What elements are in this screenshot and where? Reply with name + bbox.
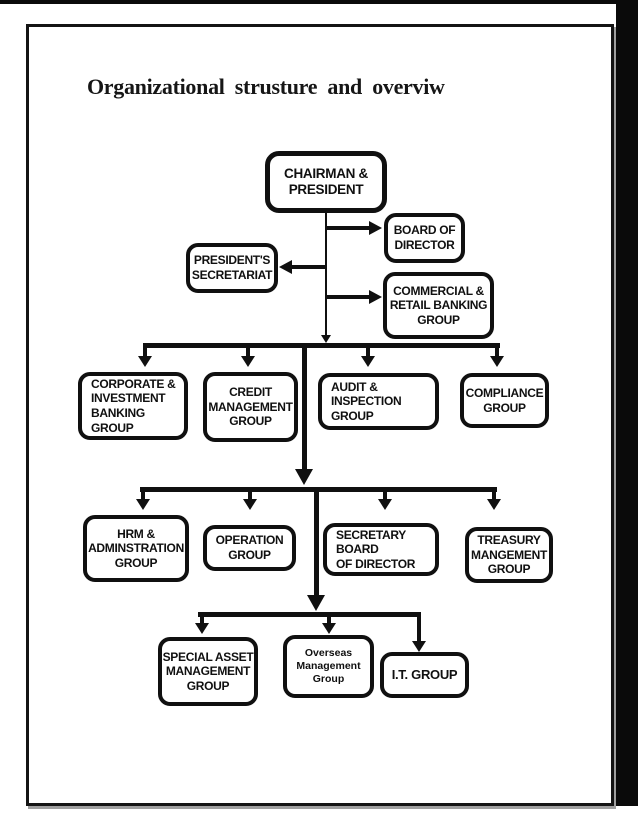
org-node-special-asset-management-label: SPECIAL ASSET MANAGEMENT GROUP	[162, 649, 254, 693]
edge-chairman-trunk-arrowhead	[321, 335, 331, 343]
org-node-hrm-adminstration: HRM & ADMINSTRATION GROUP	[83, 515, 189, 582]
drop-arrow-corporate-arrowhead	[138, 356, 152, 367]
drop-arrow-operation-arrowhead	[243, 499, 257, 510]
connector-row3	[198, 612, 421, 617]
org-node-presidents-secretariat: PRESIDENT'S SECRETARIAT	[186, 243, 278, 293]
org-node-secretary-board-of-director: SECRETARY BOARD OF DIRECTOR	[323, 523, 439, 576]
drop-arrow-audit-stem	[366, 348, 370, 357]
org-node-overseas-management-label: Overseas Management Group	[296, 647, 361, 685]
drop-arrow-corporate-stem	[143, 348, 147, 357]
edge-chairman-board-line	[326, 226, 370, 230]
edge-chairman-commercial-arrowhead	[369, 290, 382, 304]
drop-arrow-compliance-stem	[495, 348, 499, 357]
org-node-hrm-adminstration-label: HRM & ADMINSTRATION GROUP	[88, 526, 184, 570]
org-node-it-group: I.T. GROUP	[380, 652, 469, 698]
org-node-credit-management-label: CREDIT MANAGEMENT GROUP	[208, 385, 293, 429]
drop-arrow-overseas-stem	[327, 616, 331, 624]
drop-arrow-it-group-arrowhead	[412, 641, 426, 652]
org-node-board-of-director: BOARD OF DIRECTOR	[384, 213, 465, 263]
org-node-commercial-retail-banking-label: COMMERCIAL & RETAIL BANKING GROUP	[389, 283, 488, 327]
trunk-row1-row2-line	[302, 347, 307, 470]
page-title: Organizational strusture and overviw	[87, 74, 445, 99]
connector-row2	[140, 487, 497, 492]
org-node-operation-label: OPERATION GROUP	[215, 533, 284, 562]
org-node-audit-inspection-label: AUDIT & INSPECTION GROUP	[331, 379, 402, 423]
drop-arrow-it-group-stem	[417, 616, 421, 642]
org-node-overseas-management: Overseas Management Group	[283, 635, 374, 698]
drop-arrow-compliance-arrowhead	[490, 356, 504, 367]
drop-arrow-treasury-arrowhead	[487, 499, 501, 510]
drop-arrow-operation-stem	[248, 492, 252, 500]
org-node-special-asset-management: SPECIAL ASSET MANAGEMENT GROUP	[158, 637, 258, 706]
scan-top-black-strip	[0, 0, 638, 4]
org-node-compliance: COMPLIANCE GROUP	[460, 373, 549, 428]
org-node-secretary-board-of-director-label: SECRETARY BOARD OF DIRECTOR	[336, 527, 416, 571]
scan-right-black-band	[616, 0, 638, 806]
drop-arrow-treasury-stem	[492, 492, 496, 500]
edge-chairman-secretariat-arrowhead	[279, 260, 292, 274]
org-node-compliance-label: COMPLIANCE GROUP	[465, 385, 544, 415]
org-node-chairman: CHAIRMAN & PRESIDENT	[265, 151, 387, 213]
org-node-treasury-mangement-label: TREASURY MANGEMENT GROUP	[471, 533, 547, 577]
trunk-row2-row3-arrowhead	[307, 595, 325, 611]
trunk-row1-row2-arrowhead	[295, 469, 313, 485]
org-node-chairman-label: CHAIRMAN & PRESIDENT	[284, 165, 368, 197]
drop-arrow-hrm-arrowhead	[136, 499, 150, 510]
org-node-operation: OPERATION GROUP	[203, 525, 296, 571]
org-node-commercial-retail-banking: COMMERCIAL & RETAIL BANKING GROUP	[383, 272, 494, 339]
drop-arrow-special-asset-arrowhead	[195, 623, 209, 634]
org-node-corporate-investment-banking: CORPORATE & INVESTMENT BANKING GROUP	[78, 372, 188, 440]
drop-arrow-overseas-arrowhead	[322, 623, 336, 634]
drop-arrow-audit-arrowhead	[361, 356, 375, 367]
org-node-corporate-investment-banking-label: CORPORATE & INVESTMENT BANKING GROUP	[91, 376, 176, 435]
drop-arrow-credit-arrowhead	[241, 356, 255, 367]
org-node-it-group-label: I.T. GROUP	[391, 667, 458, 683]
org-node-treasury-mangement: TREASURY MANGEMENT GROUP	[465, 527, 553, 583]
org-node-credit-management: CREDIT MANAGEMENT GROUP	[203, 372, 298, 442]
edge-chairman-secretariat-line	[291, 265, 326, 269]
trunk-row2-row3-line	[314, 491, 319, 596]
drop-arrow-special-asset-stem	[200, 616, 204, 624]
org-node-audit-inspection: AUDIT & INSPECTION GROUP	[318, 373, 439, 430]
edge-chairman-commercial-line	[326, 295, 370, 299]
org-node-board-of-director-label: BOARD OF DIRECTOR	[393, 223, 456, 252]
org-node-presidents-secretariat-label: PRESIDENT'S SECRETARIAT	[191, 253, 273, 282]
drop-arrow-credit-stem	[246, 348, 250, 357]
drop-arrow-secretary-board-arrowhead	[378, 499, 392, 510]
edge-chairman-trunk-line	[325, 213, 327, 336]
connector-row1	[143, 343, 500, 348]
edge-chairman-board-arrowhead	[369, 221, 382, 235]
drop-arrow-secretary-board-stem	[383, 492, 387, 500]
drop-arrow-hrm-stem	[141, 492, 145, 500]
